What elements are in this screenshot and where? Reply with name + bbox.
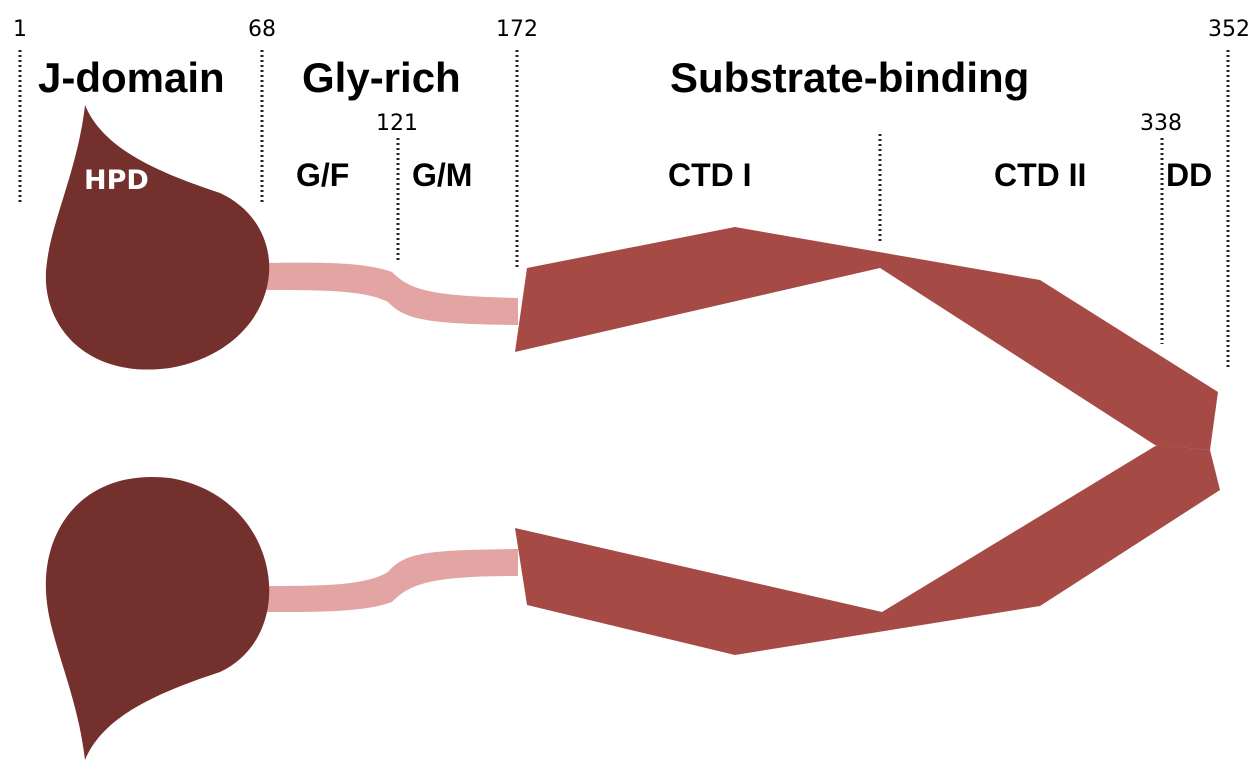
position-1: 1 [13,17,27,42]
position-338: 338 [1140,111,1182,136]
ctd1-label: CTD I [668,157,752,193]
position-68: 68 [248,17,276,42]
gf-label: G/F [296,157,349,193]
j-domain-top [45,105,270,370]
substrate-binding-domain-bottom [515,445,1220,655]
position-352: 352 [1208,17,1250,42]
substrate-binding-title: Substrate-binding [670,54,1029,101]
dd-label: DD [1166,157,1212,193]
hpd-motif-label: HPD [84,165,149,196]
j-domain-bottom [45,476,270,760]
gm-label: G/M [412,157,472,193]
linker-top [262,262,518,325]
gly-rich-title: Gly-rich [302,54,461,101]
position-172: 172 [496,17,538,42]
substrate-binding-domain-top [515,227,1218,450]
linker-bottom [262,549,518,612]
j-domain-title: J-domain [38,54,225,101]
ctd2-label: CTD II [994,157,1086,193]
position-121: 121 [376,111,418,136]
